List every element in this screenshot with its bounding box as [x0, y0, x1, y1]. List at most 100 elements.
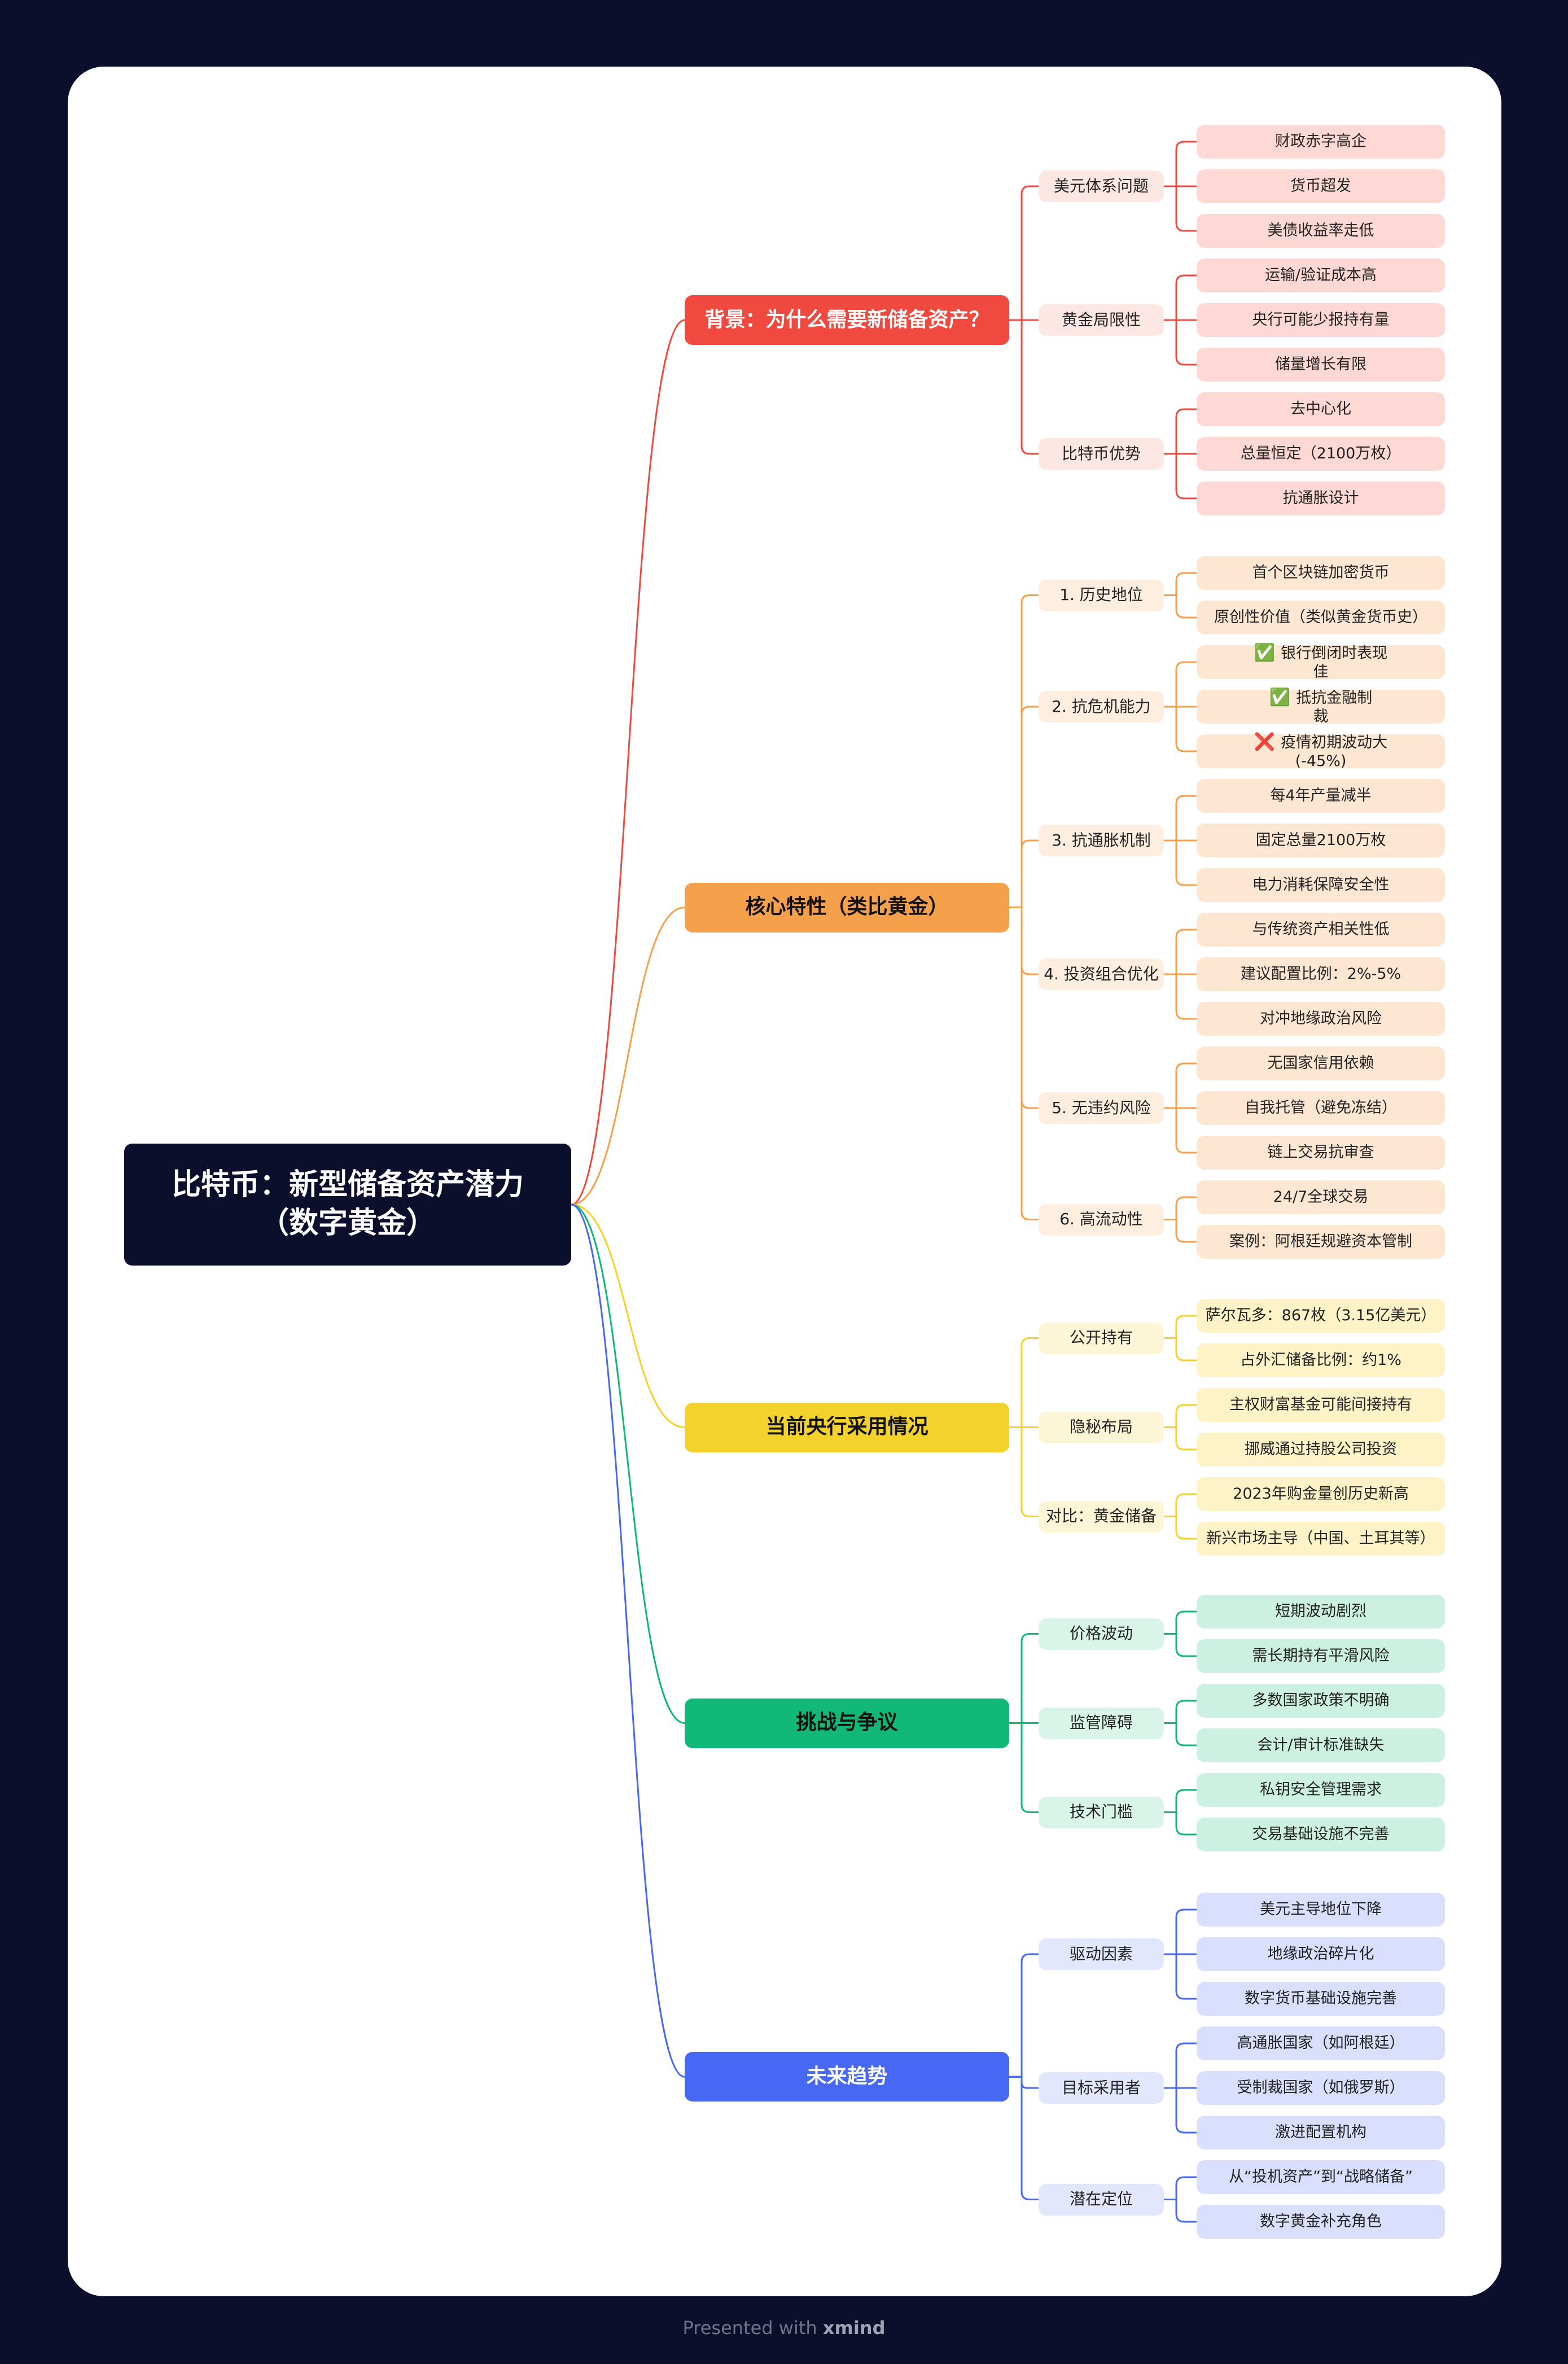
leaf-topic-label: 2023年购金量创历史新高 — [1233, 1485, 1409, 1503]
branch-connector — [571, 907, 685, 1206]
leaf-topic[interactable]: 受制裁国家（如俄罗斯） — [1197, 2071, 1445, 2105]
subtopic[interactable]: 美元体系问题 — [1039, 170, 1164, 202]
leaf-topic[interactable]: 需长期持有平滑风险 — [1197, 1639, 1445, 1673]
leaf-topic[interactable]: 电力消耗保障安全性 — [1197, 868, 1445, 902]
subtopic-connector — [1009, 1337, 1039, 1428]
leaf-topic[interactable]: 货币超发 — [1197, 169, 1445, 203]
subtopic[interactable]: 6. 高流动性 — [1039, 1203, 1164, 1236]
leaf-topic[interactable]: 占外汇储备比例：约1% — [1197, 1343, 1445, 1377]
leaf-topic[interactable]: 2023年购金量创历史新高 — [1197, 1477, 1445, 1511]
leaf-topic[interactable]: 建议配置比例：2%-5% — [1197, 957, 1445, 991]
leaf-connector — [1164, 453, 1197, 500]
root-topic-line1: 比特币：新型储备资产潜力 — [171, 1168, 524, 1202]
subtopic[interactable]: 对比：黄金储备 — [1039, 1500, 1164, 1533]
subtopic[interactable]: 目标采用者 — [1039, 2072, 1164, 2104]
leaf-connector — [1164, 1107, 1197, 1154]
main-topic-label: 挑战与争议 — [796, 1711, 898, 1735]
subtopic[interactable]: 价格波动 — [1039, 1618, 1164, 1650]
leaf-topic[interactable]: 主权财富基金可能间接持有 — [1197, 1388, 1445, 1422]
leaf-topic[interactable]: 储量增长有限 — [1197, 348, 1445, 382]
leaf-topic[interactable]: 财政赤字高企 — [1197, 125, 1445, 159]
leaf-connector — [1164, 185, 1197, 232]
leaf-topic[interactable]: 原创性价值（类似黄金货币史） — [1197, 601, 1445, 634]
leaf-topic[interactable]: 会计/审计标准缺失 — [1197, 1728, 1445, 1762]
footer-prefix: Presented with — [682, 2317, 817, 2339]
leaf-topic[interactable]: 多数国家政策不明确 — [1197, 1684, 1445, 1718]
leaf-topic[interactable]: 高通胀国家（如阿根廷） — [1197, 2026, 1445, 2060]
leaf-topic[interactable]: 数字货币基础设施完善 — [1197, 1982, 1445, 2016]
root-topic-line2: （数字黄金） — [259, 1206, 436, 1240]
main-topic-label: 背景：为什么需要新储备资产？ — [704, 308, 989, 331]
leaf-topic-label: 财政赤字高企 — [1275, 133, 1366, 151]
leaf-topic[interactable]: 首个区块链加密货币 — [1197, 556, 1445, 590]
leaf-topic[interactable]: 美元主导地位下降 — [1197, 1893, 1445, 1927]
subtopic[interactable]: 1. 历史地位 — [1039, 579, 1164, 611]
subtopic[interactable]: 公开持有 — [1039, 1322, 1164, 1354]
subtopic[interactable]: 比特币优势 — [1039, 438, 1164, 470]
subtopic-label: 比特币优势 — [1061, 444, 1141, 463]
leaf-topic-label: 主权财富基金可能间接持有 — [1229, 1396, 1412, 1414]
check-mark-icon: ✅ — [1269, 688, 1291, 708]
leaf-topic[interactable]: ✅抵抗金融制裁 — [1197, 688, 1445, 725]
leaf-topic[interactable]: 固定总量2100万枚 — [1197, 824, 1445, 857]
subtopic-label: 4. 投资组合优化 — [1044, 964, 1159, 983]
leaf-topic[interactable]: 抗通胀设计 — [1197, 481, 1445, 515]
leaf-connector — [1164, 1337, 1197, 1362]
leaf-connector — [1164, 2087, 1197, 2134]
leaf-topic[interactable]: 短期波动剧烈 — [1197, 1595, 1445, 1628]
subtopic[interactable]: 4. 投资组合优化 — [1039, 958, 1164, 990]
leaf-topic[interactable]: 运输/验证成本高 — [1197, 259, 1445, 292]
subtopic-connector — [1009, 1722, 1039, 1813]
branch-connector — [571, 319, 685, 1206]
leaf-topic[interactable]: 央行可能少报持有量 — [1197, 303, 1445, 337]
subtopic[interactable]: 黄金局限性 — [1039, 304, 1164, 336]
subtopic[interactable]: 潜在定位 — [1039, 2183, 1164, 2216]
subtopic[interactable]: 5. 无违约风险 — [1039, 1092, 1164, 1124]
leaf-connector — [1164, 1062, 1197, 1109]
main-topic[interactable]: 背景：为什么需要新储备资产？ — [685, 295, 1009, 345]
subtopic[interactable]: 隐秘布局 — [1039, 1411, 1164, 1443]
leaf-topic[interactable]: 私钥安全管理需求 — [1197, 1773, 1445, 1807]
leaf-topic-label: 原创性价值（类似黄金货币史） — [1214, 608, 1427, 627]
main-topic[interactable]: 当前央行采用情况 — [685, 1402, 1009, 1452]
leaf-topic[interactable]: 激进配置机构 — [1197, 2116, 1445, 2150]
leaf-topic[interactable]: 美债收益率走低 — [1197, 214, 1445, 248]
leaf-topic[interactable]: 与传统资产相关性低 — [1197, 913, 1445, 947]
leaf-topic[interactable]: 链上交易抗审查 — [1197, 1136, 1445, 1170]
leaf-topic[interactable]: 地缘政治碎片化 — [1197, 1937, 1445, 1971]
leaf-topic[interactable]: 从“投机资产”到“战略储备” — [1197, 2160, 1445, 2194]
subtopic[interactable]: 监管障碍 — [1039, 1707, 1164, 1739]
leaf-topic[interactable]: 交易基础设施不完善 — [1197, 1818, 1445, 1851]
leaf-topic[interactable]: 自我托管（避免冻结） — [1197, 1091, 1445, 1125]
subtopic[interactable]: 3. 抗通胀机制 — [1039, 825, 1164, 856]
leaf-topic[interactable]: 对冲地缘政治风险 — [1197, 1002, 1445, 1036]
footer: Presented with xmind — [0, 2317, 1568, 2339]
leaf-topic[interactable]: 无国家信用依赖 — [1197, 1047, 1445, 1080]
leaf-topic[interactable]: 挪威通过持股公司投资 — [1197, 1433, 1445, 1466]
subtopic-connector — [1009, 1633, 1039, 1724]
leaf-topic[interactable]: 每4年产量减半 — [1197, 779, 1445, 813]
main-topic[interactable]: 挑战与争议 — [685, 1698, 1009, 1748]
leaf-topic[interactable]: 去中心化 — [1197, 392, 1445, 426]
main-topic[interactable]: 核心特性（类比黄金） — [685, 882, 1009, 933]
leaf-connector — [1164, 1633, 1197, 1657]
leaf-topic[interactable]: ✅银行倒闭时表现佳 — [1197, 643, 1445, 681]
leaf-topic-label-cont: 佳 — [1313, 663, 1329, 681]
leaf-topic-label: 多数国家政策不明确 — [1252, 1692, 1390, 1710]
subtopic-connector — [1009, 907, 1039, 975]
leaf-topic-label: 银行倒闭时表现 — [1281, 645, 1388, 663]
leaf-topic[interactable]: 数字黄金补充角色 — [1197, 2205, 1445, 2239]
leaf-connector — [1164, 2042, 1197, 2089]
root-topic[interactable]: 比特币：新型储备资产潜力 （数字黄金） — [124, 1144, 571, 1266]
leaf-topic[interactable]: 案例：阿根廷规避资本管制 — [1197, 1225, 1445, 1259]
leaf-topic[interactable]: 萨尔瓦多：867枚（3.15亿美元） — [1197, 1299, 1445, 1333]
leaf-topic[interactable]: ❌疫情初期波动大(-45%) — [1197, 732, 1445, 770]
leaf-topic-label: 央行可能少报持有量 — [1252, 311, 1390, 329]
leaf-topic[interactable]: 总量恒定（2100万枚） — [1197, 437, 1445, 471]
subtopic[interactable]: 技术门槛 — [1039, 1796, 1164, 1828]
main-topic[interactable]: 未来趋势 — [685, 2052, 1009, 2102]
leaf-topic[interactable]: 新兴市场主导（中国、土耳其等） — [1197, 1522, 1445, 1556]
subtopic[interactable]: 2. 抗危机能力 — [1039, 691, 1164, 723]
subtopic[interactable]: 驱动因素 — [1039, 1938, 1164, 1970]
leaf-topic[interactable]: 24/7全球交易 — [1197, 1180, 1445, 1214]
